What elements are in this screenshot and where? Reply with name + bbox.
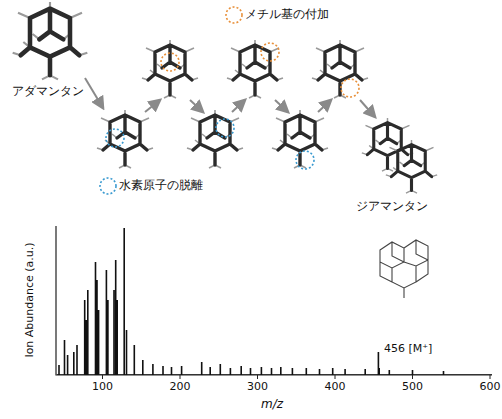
tick-label: 300 — [247, 380, 268, 393]
arrow — [360, 100, 375, 117]
diamantane — [386, 140, 437, 193]
intermediate — [312, 40, 368, 98]
arrow — [145, 100, 160, 112]
intermediate — [187, 110, 243, 168]
site-circle — [341, 79, 359, 97]
tick-label: 400 — [325, 380, 346, 393]
arrow — [318, 100, 331, 112]
tick-label: 200 — [170, 380, 191, 393]
intermediate — [227, 40, 283, 98]
site-circle — [296, 151, 314, 169]
baseline-noise — [57, 374, 492, 375]
axis-title: Ion Abundance (a.u.) — [23, 242, 36, 357]
molecules — [13, 2, 438, 193]
site-circle — [216, 119, 234, 137]
legend-circle — [100, 178, 116, 194]
site-circle — [261, 43, 279, 61]
mass-spectrum — [56, 226, 492, 379]
molecule-name: ジアマンタン — [356, 199, 428, 213]
legend-circle — [226, 7, 242, 23]
adamantane — [13, 2, 88, 79]
tick-label: 600 — [480, 380, 501, 393]
hydrogen-circles — [100, 119, 314, 194]
intermediate — [97, 110, 153, 168]
tick-label: 500 — [402, 380, 423, 393]
axes — [56, 226, 492, 375]
intermediate — [142, 40, 198, 98]
peak-label: 456 [M⁺] — [384, 342, 432, 355]
molecule-name: アダマンタン — [12, 84, 84, 98]
tick-label: 100 — [92, 380, 113, 393]
arrow — [85, 78, 103, 108]
axis-title: m/z — [261, 397, 283, 411]
methyl-circles — [161, 7, 359, 97]
site-circle — [106, 129, 124, 147]
arrow — [275, 100, 288, 112]
reaction-arrows — [85, 78, 375, 117]
site-circle — [161, 53, 179, 71]
peaks — [59, 228, 444, 375]
diamantane-inset — [380, 240, 428, 298]
arrow — [232, 100, 245, 112]
intermediate — [272, 110, 328, 168]
legend-text: メチル基の付加 — [245, 7, 329, 21]
legend-text: 水素原子の脱離 — [119, 178, 203, 192]
ticks — [103, 375, 491, 379]
arrow — [190, 100, 203, 112]
